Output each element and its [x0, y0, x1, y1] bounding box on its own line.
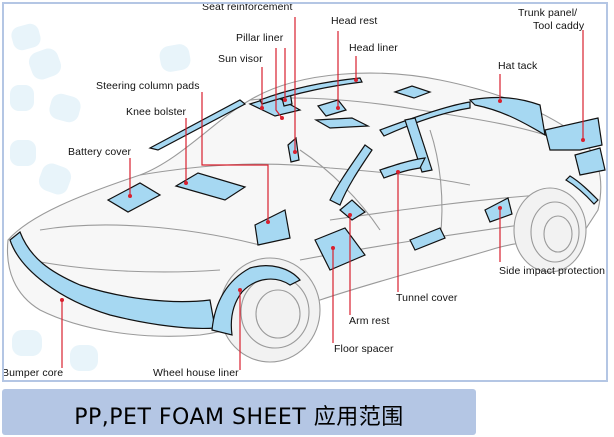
part-a-pillar [329, 144, 373, 206]
label-tunnel-cover: Tunnel cover [396, 292, 458, 304]
label-trunk-panel: Trunk panel/ [518, 7, 578, 19]
part-steering-column [148, 99, 247, 151]
leader-dots [60, 78, 585, 302]
part-trunk-panel [544, 117, 603, 151]
foam-parts [9, 77, 606, 336]
part-head-liner-rear [393, 85, 432, 99]
label-steering-column-pads: Steering column pads [96, 80, 200, 92]
part-tool-caddy [574, 147, 606, 176]
part-bumper-core [9, 231, 216, 330]
label-sun-visor: Sun visor [218, 53, 263, 65]
label-tool-caddy: Tool caddy [533, 20, 585, 32]
part-side-impact-2 [484, 197, 513, 223]
diagram-frame: Seat reinforcement Head rest Trunk panel… [2, 2, 608, 382]
car-foam-parts-diagram [6, 17, 606, 371]
label-knee-bolster: Knee bolster [126, 106, 187, 118]
part-wheel-house-liner [211, 265, 301, 336]
caption-title: PP,PET FOAM SHEET 应用范围 [74, 405, 404, 430]
part-knee-bolster [174, 172, 247, 201]
part-arm-rest [339, 199, 366, 221]
caption-bar: PP,PET FOAM SHEET 应用范围 [2, 389, 476, 435]
label-bumper-core: Bumper core [2, 367, 64, 379]
label-wheel-house-liner: Wheel house liner [153, 367, 239, 379]
part-tunnel-cover [379, 157, 427, 179]
part-dash-panel [254, 209, 291, 246]
label-pillar-liner: Pillar liner [236, 32, 284, 44]
label-head-liner: Head liner [349, 42, 398, 54]
label-arm-rest: Arm rest [349, 315, 390, 327]
part-battery-cover [106, 182, 162, 213]
part-hat-tack [468, 96, 546, 137]
part-seat-reinforcement [287, 136, 300, 163]
label-head-rest: Head rest [331, 15, 378, 27]
part-head-liner [259, 77, 363, 105]
part-roof-rail [379, 101, 471, 137]
part-rear-arch [565, 175, 599, 205]
part-floor-spacer [314, 227, 366, 271]
label-seat-reinforcement: Seat reinforcement [202, 2, 293, 13]
label-battery-cover: Battery cover [68, 146, 132, 158]
label-side-impact-protection: Side impact protection [499, 265, 606, 277]
leader-lines [61, 17, 584, 370]
part-head-rest-2 [313, 117, 371, 129]
label-hat-tack: Hat tack [498, 60, 538, 72]
part-head-rest [316, 99, 348, 117]
part-side-impact-1 [409, 227, 446, 251]
label-floor-spacer: Floor spacer [334, 343, 394, 355]
background-blobs [10, 23, 191, 371]
